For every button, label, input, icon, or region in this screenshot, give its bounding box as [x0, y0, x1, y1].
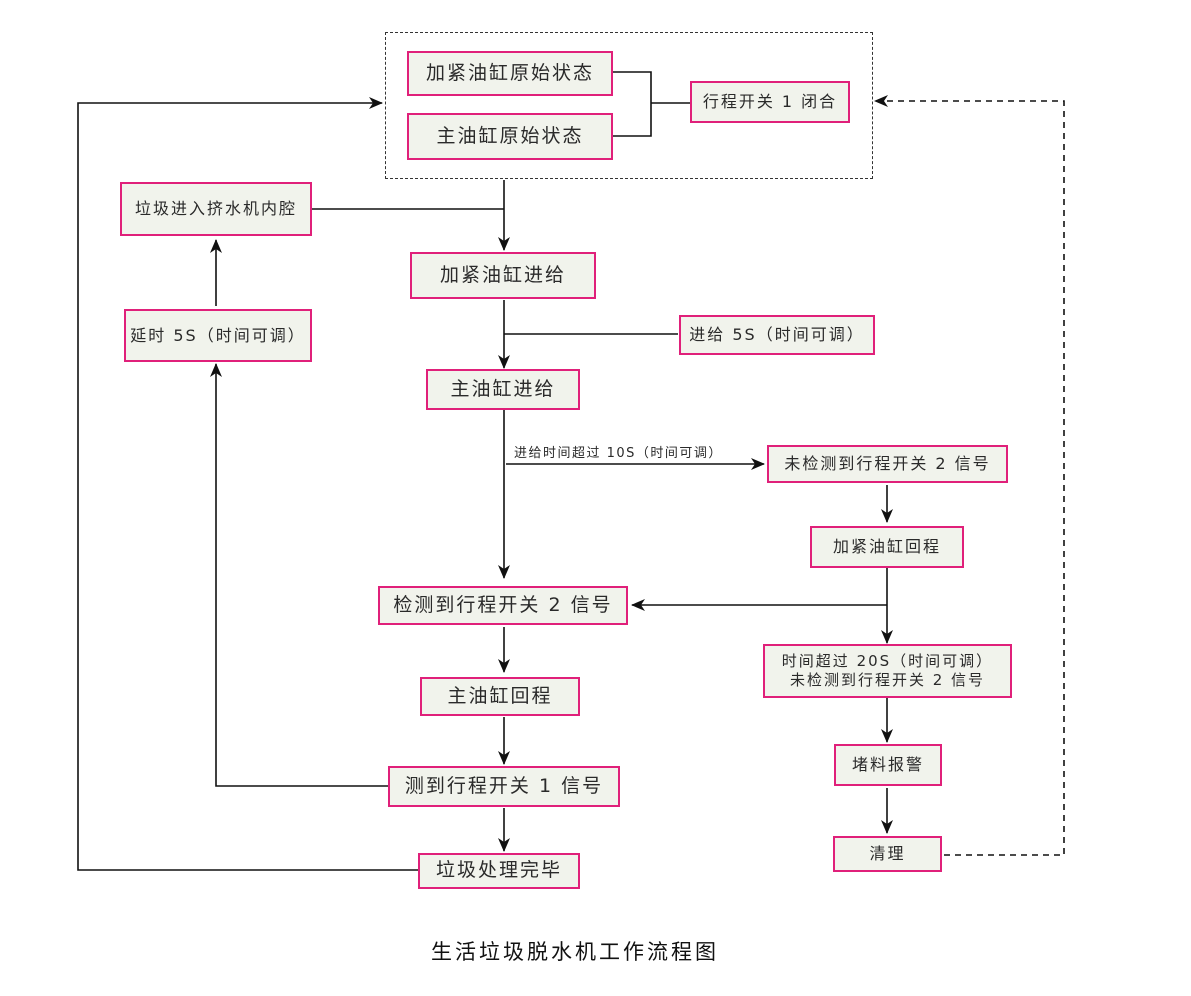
edge-label-feed-timeout-10s: 进给时间超过 10S（时间可调）: [514, 446, 723, 461]
node-clamp-cylinder-feed: 加紧油缸进给: [410, 252, 596, 299]
node-main-cylinder-return: 主油缸回程: [420, 677, 580, 716]
node-no-switch-2-signal: 未检测到行程开关 2 信号: [767, 445, 1008, 483]
connector-initial-bracket: [613, 71, 690, 137]
node-delay-5s: 延时 5S（时间可调）: [124, 309, 312, 362]
initial-state-group: [385, 32, 873, 179]
node-blockage-alarm: 堵料报警: [834, 744, 942, 786]
connector-clean-to-group: [874, 95, 1065, 856]
node-garbage-enter-chamber: 垃圾进入挤水机内腔: [120, 182, 312, 236]
connector-done-to-group: [77, 97, 418, 871]
diagram-title: 生活垃圾脱水机工作流程图: [431, 940, 719, 964]
connector-detect-1-to-delay: [210, 363, 388, 787]
node-clamp-cylinder-initial: 加紧油缸原始状态: [407, 51, 613, 96]
node-main-cylinder-feed: 主油缸进给: [426, 369, 580, 410]
node-detect-switch-2-signal: 检测到行程开关 2 信号: [378, 586, 628, 625]
node-clamp-cylinder-return: 加紧油缸回程: [810, 526, 964, 568]
node-detect-switch-1-signal: 测到行程开关 1 信号: [388, 766, 620, 807]
timeout-20s-line-1: 时间超过 20S（时间可调）: [781, 652, 994, 671]
node-travel-switch-1-closed: 行程开关 1 闭合: [690, 81, 850, 123]
node-feed-5s: 进给 5S（时间可调）: [679, 315, 875, 355]
node-clean: 清理: [833, 836, 942, 872]
timeout-20s-line-2: 未检测到行程开关 2 信号: [789, 671, 986, 689]
node-timeout-20s: 时间超过 20S（时间可调） 未检测到行程开关 2 信号: [763, 644, 1012, 698]
node-garbage-done: 垃圾处理完毕: [418, 853, 580, 889]
node-main-cylinder-initial: 主油缸原始状态: [407, 113, 613, 160]
